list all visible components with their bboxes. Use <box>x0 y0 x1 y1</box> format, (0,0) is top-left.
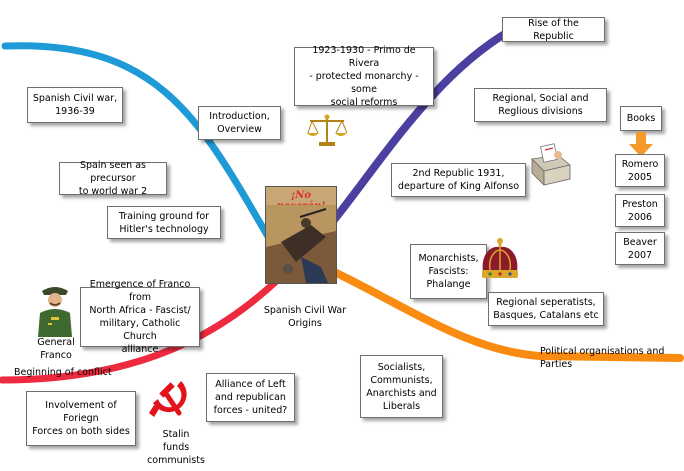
book-preston-box: Preston 2006 <box>615 194 665 227</box>
scales-of-justice-icon <box>307 114 348 146</box>
book-beaver-box: Beaver 2007 <box>615 232 665 265</box>
socialists-box: Socialists, Communists, Anarchists and L… <box>360 355 443 418</box>
precursor-box: Spain seen as precursor to world war 2 <box>59 160 167 197</box>
political-organisations-label: Political organisations and Parties <box>540 346 665 370</box>
branch-political-organisations <box>296 252 684 362</box>
primo-de-rivera-box: 1923-1930 - Primo de Rivera - protected … <box>294 45 434 108</box>
foreign-forces-box: Involvement of Foriegn Forces on both si… <box>26 391 136 446</box>
books-header-box: Books <box>620 106 662 131</box>
regional-divisions-box: Regional, Social and Reglious divisions <box>474 88 607 122</box>
second-republic-box: 2nd Republic 1931, departure of King Alf… <box>391 163 526 197</box>
ballot-box-icon <box>531 143 571 186</box>
training-ground-box: Training ground for Hitler's technology <box>107 206 221 239</box>
crown-icon <box>482 238 518 278</box>
general-franco-label: General Franco <box>37 337 75 361</box>
down-arrow-icon <box>629 132 653 157</box>
emergence-of-franco-box: Emergence of Franco from North Africa - … <box>80 279 200 355</box>
stalin-funds-label: Stalin funds communists <box>147 429 205 466</box>
alliance-of-left-box: Alliance of Left and republican forces -… <box>206 373 295 422</box>
poster-illustration <box>266 205 336 283</box>
central-poster: ¡No pasarán! <box>265 186 337 284</box>
central-topic-label: Spanish Civil War Origins <box>263 305 347 329</box>
beginning-of-conflict-label: Beginning of conflict <box>14 367 112 378</box>
general-franco-portrait-icon <box>38 287 72 337</box>
spanish-civil-war-box: Spanish Civil war, 1936-39 <box>27 87 123 123</box>
monarchists-box: Monarchists, Fascists: Phalange <box>410 244 487 299</box>
introduction-box: Introduction, Overview <box>198 106 281 140</box>
hammer-and-sickle-icon <box>149 381 187 417</box>
regional-separatists-box: Regional seperatists, Basques, Catalans … <box>488 292 604 326</box>
branch-introduction <box>1 42 274 244</box>
book-romero-box: Romero 2005 <box>615 154 665 187</box>
rise-of-republic-box: Rise of the Republic <box>502 17 605 42</box>
